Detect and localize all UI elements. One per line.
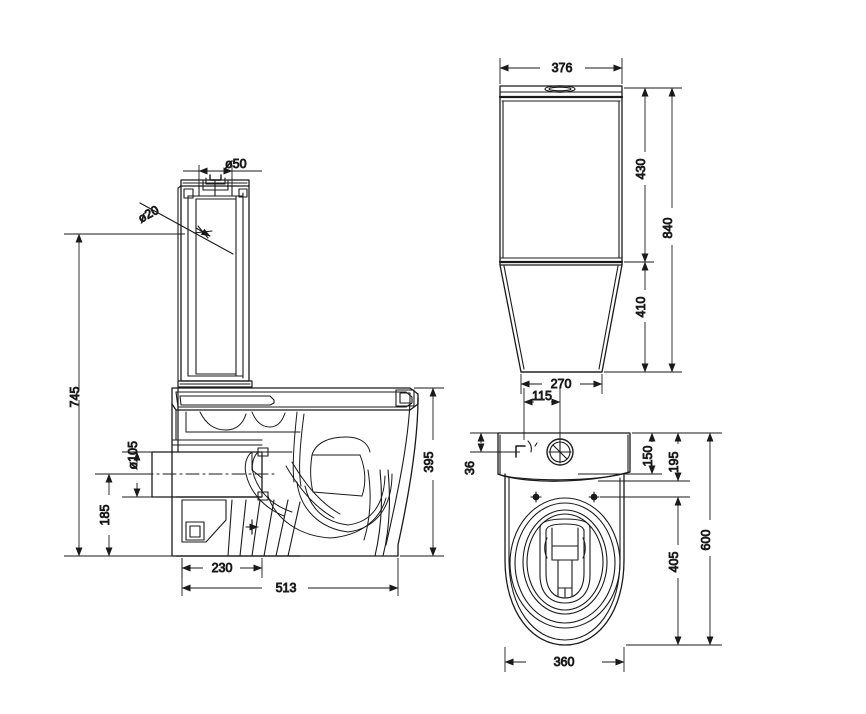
- inlet-dia20-leader: [139, 202, 234, 255]
- dim-label-840: 840: [661, 218, 675, 239]
- dim-36: [470, 432, 520, 453]
- dim-405: [600, 496, 690, 646]
- dim-label-270: 270: [551, 377, 572, 391]
- seat-hinge-hole-left: [530, 491, 542, 503]
- dim-410: [604, 261, 654, 373]
- pan-front-outline: [499, 264, 623, 373]
- dim-label-36: 36: [463, 461, 477, 475]
- dim-label-410: 410: [634, 297, 648, 318]
- bowl-opening-plan: [539, 518, 591, 604]
- dim-dia50: [183, 165, 262, 196]
- front-view-dimensions: 376 430 840 410: [499, 58, 682, 452]
- dim-label-360: 360: [554, 655, 575, 669]
- dim-label-dia50: ø50: [225, 157, 247, 171]
- dim-label-dia105: ø105: [126, 441, 140, 470]
- flush-button-plan[interactable]: [546, 438, 574, 466]
- dim-label-115: 115: [532, 389, 552, 403]
- dim-360: [504, 647, 625, 672]
- pan-pedestal-base: [171, 386, 301, 557]
- dim-label-185: 185: [98, 505, 112, 526]
- plan-view-dimensions: 36 150 195 600: [463, 432, 722, 672]
- inlet-marker-plan: [515, 440, 538, 458]
- plan-view: [497, 432, 631, 646]
- dim-label-150: 150: [641, 446, 655, 467]
- dim-label-376: 376: [552, 61, 573, 75]
- dim-label-513: 513: [276, 581, 297, 595]
- dim-label-745: 745: [68, 387, 82, 408]
- dim-dia105: [122, 451, 156, 498]
- side-section-view: [139, 174, 419, 557]
- dim-185: [95, 473, 140, 557]
- side-view-dimensions: ø50 ø20 745 ø105 185: [64, 157, 444, 596]
- dim-label-195: 195: [667, 452, 681, 473]
- dim-label-600: 600: [699, 530, 713, 551]
- dim-395: [400, 387, 444, 557]
- bowl-rim-plan: [509, 497, 621, 629]
- dim-745: [64, 233, 185, 557]
- cistern-front-outline: [498, 85, 624, 266]
- pan-plan-outline: [504, 473, 625, 646]
- dim-label-405: 405: [667, 552, 681, 573]
- dim-label-430: 430: [634, 159, 648, 180]
- bowl-internal-section: [185, 411, 393, 541]
- seat-hinge-hole-right: [588, 491, 600, 503]
- dim-840: [604, 87, 682, 373]
- dim-513: [181, 558, 399, 596]
- front-elevation-view: [498, 85, 624, 373]
- dim-600: [626, 432, 722, 646]
- dim-label-230: 230: [212, 561, 233, 575]
- dim-376: [499, 58, 623, 84]
- dim-label-395: 395: [422, 452, 436, 473]
- dim-270: [520, 374, 603, 394]
